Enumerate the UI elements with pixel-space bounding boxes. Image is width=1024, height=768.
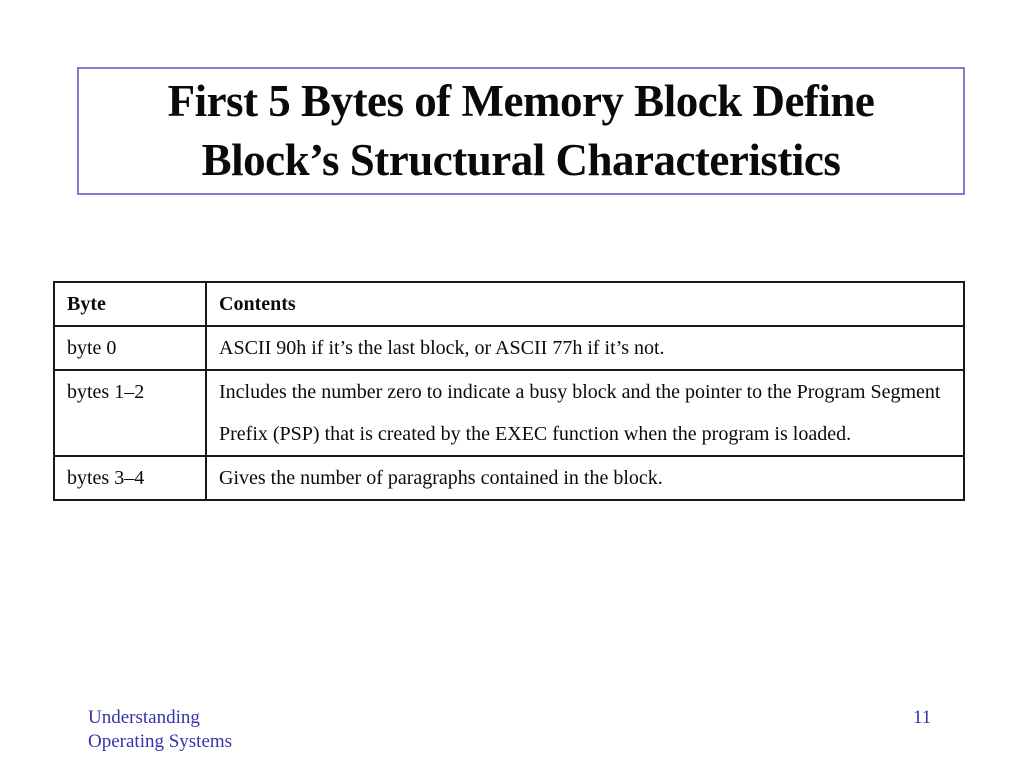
- cell-contents: Gives the number of paragraphs contained…: [205, 455, 965, 501]
- table-row: bytes 3–4 Gives the number of paragraphs…: [53, 455, 965, 501]
- cell-byte: bytes 3–4: [53, 455, 207, 501]
- footer-book-title-line2: Operating Systems: [88, 731, 233, 752]
- header-cell-contents: Contents: [205, 281, 965, 327]
- footer-book-title: Understanding Operating Systems: [88, 706, 232, 754]
- slide-title-line1: First 5 Bytes of Memory Block Define: [167, 76, 875, 126]
- table-row: bytes 1–2 Includes the number zero to in…: [53, 369, 965, 457]
- table-row: byte 0 ASCII 90h if it’s the last block,…: [53, 325, 965, 371]
- cell-byte: byte 0: [53, 325, 207, 371]
- cell-contents: ASCII 90h if it’s the last block, or ASC…: [205, 325, 965, 371]
- header-cell-byte: Byte: [53, 281, 207, 327]
- footer-book-title-line1: Understanding: [88, 707, 200, 728]
- cell-byte: bytes 1–2: [53, 369, 207, 457]
- slide-title-line2: Block’s Structural Characteristics: [201, 135, 841, 185]
- footer-page-number: 11: [913, 707, 932, 728]
- slide-title-box: First 5 Bytes of Memory Block Define Blo…: [77, 67, 965, 195]
- table-header-row: Byte Contents: [53, 281, 965, 327]
- cell-contents: Includes the number zero to indicate a b…: [205, 369, 965, 457]
- memory-block-bytes-table: Byte Contents byte 0 ASCII 90h if it’s t…: [53, 281, 965, 501]
